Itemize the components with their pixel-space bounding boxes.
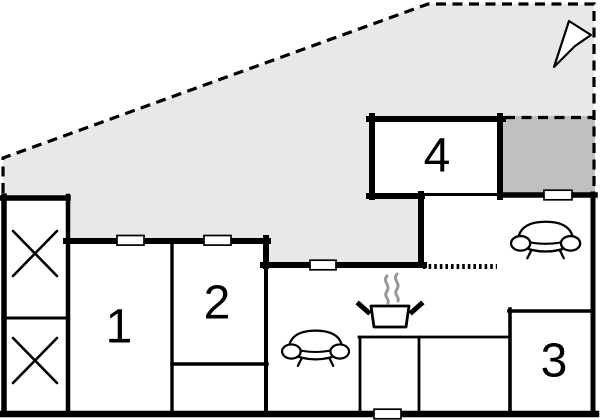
window <box>543 189 573 201</box>
terrace-boundary-dashed <box>1 2 596 193</box>
walls <box>0 113 600 418</box>
room-4-interior <box>369 116 503 196</box>
steam-icon <box>383 272 400 305</box>
terrace-area <box>3 4 594 265</box>
covered-terrace-area <box>503 116 595 195</box>
window <box>203 234 232 246</box>
north-arrow-icon <box>552 19 593 69</box>
room-1-label: 1 <box>106 301 133 354</box>
room-3-label: 3 <box>541 335 568 388</box>
room-2-label: 2 <box>204 277 231 330</box>
cooking-pot-icon <box>355 300 425 329</box>
wardrobe-x-icon <box>11 336 59 385</box>
window <box>309 259 337 271</box>
room-4-label: 4 <box>424 130 451 183</box>
window <box>373 408 402 420</box>
window <box>116 234 145 246</box>
windows <box>116 189 573 420</box>
wardrobe-x-icon <box>11 229 59 278</box>
